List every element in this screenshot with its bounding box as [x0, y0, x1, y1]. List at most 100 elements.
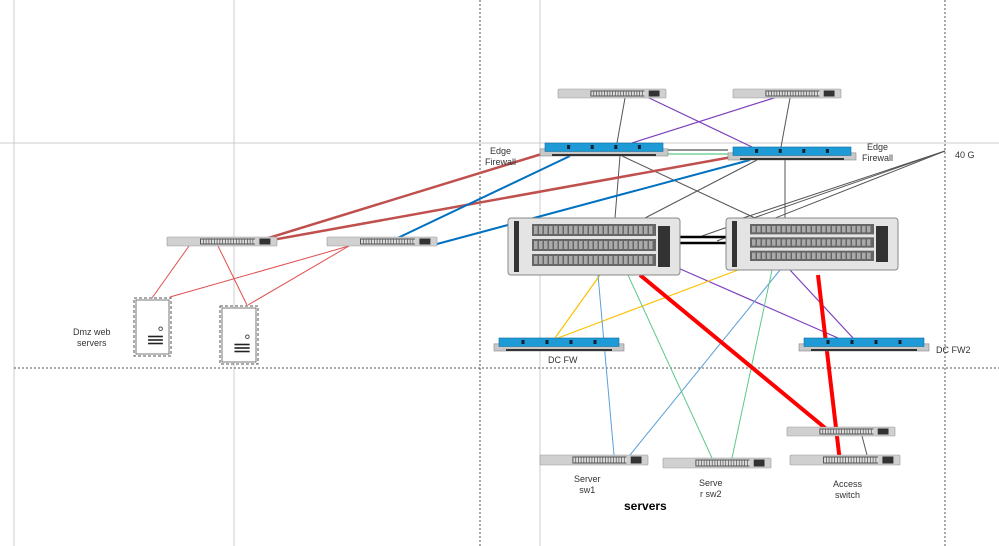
- chassis-port: [629, 256, 633, 264]
- firewall-port: [802, 149, 806, 153]
- port: [745, 460, 747, 466]
- chassis-port: [604, 226, 608, 234]
- server-switch-1: [539, 454, 649, 466]
- port: [862, 457, 865, 463]
- link-mgmt-link: [621, 155, 756, 219]
- chassis-port: [629, 241, 633, 249]
- access-switch-label: Access switch: [833, 479, 863, 500]
- chassis-port: [624, 256, 628, 264]
- chassis-port: [772, 226, 776, 233]
- chassis-port: [609, 241, 613, 249]
- firewall-rail: [552, 154, 656, 156]
- port: [407, 239, 410, 244]
- firewall-port: [521, 340, 525, 344]
- chassis-port: [559, 241, 563, 249]
- port: [723, 460, 726, 466]
- port: [212, 239, 214, 244]
- firewall-port: [826, 340, 830, 344]
- uplink-ports: [882, 456, 894, 464]
- port: [848, 457, 851, 463]
- port: [815, 91, 817, 96]
- port: [618, 91, 621, 96]
- chassis-port: [832, 239, 836, 246]
- server-sw2-label: Serve r sw2: [699, 478, 723, 499]
- port: [410, 239, 413, 244]
- port: [589, 457, 592, 463]
- link-purple-link: [631, 95, 781, 144]
- chassis-port: [574, 226, 578, 234]
- port: [844, 429, 847, 434]
- chassis-port: [579, 256, 583, 264]
- port: [854, 457, 857, 463]
- chassis-port: [534, 226, 538, 234]
- chassis-port: [862, 252, 866, 259]
- edge-firewall-1: [539, 142, 669, 157]
- chassis-port: [797, 226, 801, 233]
- chassis-port: [639, 226, 643, 234]
- chassis-port: [817, 239, 821, 246]
- chassis-port: [594, 256, 598, 264]
- port: [793, 91, 796, 96]
- port: [728, 460, 731, 466]
- port: [846, 457, 848, 463]
- port: [363, 239, 366, 244]
- chassis-port: [569, 226, 573, 234]
- dmz-web-server-1: [133, 297, 172, 357]
- chassis-port: [842, 239, 846, 246]
- firewall-port: [614, 145, 618, 149]
- firewall-body: [732, 146, 852, 156]
- chassis-port: [574, 256, 578, 264]
- port: [851, 457, 854, 463]
- port: [826, 457, 829, 463]
- server-body: [221, 307, 257, 363]
- dmz-web-servers-label: Dmz web servers: [73, 327, 111, 348]
- server-vent-icon: [148, 335, 163, 338]
- port: [591, 91, 594, 96]
- port: [865, 457, 868, 463]
- chassis-port: [609, 256, 613, 264]
- port: [782, 91, 785, 96]
- port: [388, 239, 391, 244]
- port: [604, 91, 607, 96]
- chassis-port: [644, 241, 648, 249]
- chassis-port: [539, 226, 543, 234]
- port: [372, 239, 374, 244]
- port: [245, 239, 247, 244]
- server-vent-icon: [148, 342, 163, 345]
- link-purple-link: [677, 267, 839, 339]
- port: [804, 91, 807, 96]
- chassis-port: [549, 226, 553, 234]
- port: [766, 91, 769, 96]
- port: [231, 239, 234, 244]
- chassis-port: [782, 226, 786, 233]
- firewall-port: [637, 145, 641, 149]
- link-dmz-server-link: [151, 245, 190, 299]
- port: [361, 239, 363, 244]
- chassis-port: [634, 256, 638, 264]
- access-switch-bottom: [789, 454, 901, 466]
- port: [712, 460, 715, 466]
- servers-zone-label: servers: [624, 499, 667, 513]
- port: [573, 457, 576, 463]
- chassis-port: [857, 239, 861, 246]
- port: [871, 429, 874, 434]
- port: [629, 91, 632, 96]
- port: [715, 460, 718, 466]
- chassis-port: [817, 226, 821, 233]
- port: [863, 429, 866, 434]
- link-dmz-server-link: [217, 245, 248, 306]
- link-dmz-uplink: [251, 151, 546, 245]
- chassis-port: [589, 256, 593, 264]
- link-green-link: [731, 269, 773, 459]
- port: [842, 429, 844, 434]
- top-switch-2: [732, 88, 842, 99]
- port: [380, 239, 383, 244]
- port: [769, 91, 772, 96]
- port: [586, 457, 589, 463]
- port: [595, 457, 597, 463]
- port: [839, 429, 842, 434]
- port: [239, 239, 242, 244]
- dc-firewall-2: [798, 337, 930, 352]
- chassis-port: [807, 226, 811, 233]
- port: [817, 91, 820, 96]
